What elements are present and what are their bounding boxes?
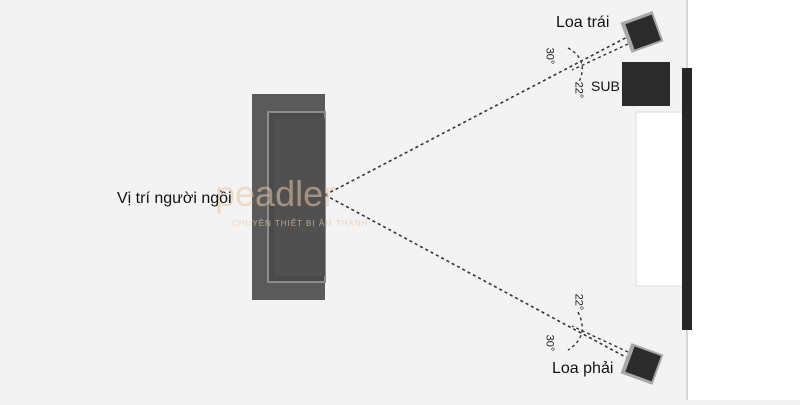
room-wall-area [686, 0, 800, 400]
subwoofer-label: SUB [591, 78, 620, 94]
sofa-cushion [274, 118, 325, 276]
seat-label: Vị trí người ngồi [117, 190, 232, 207]
right-outer-angle-label: 30° [543, 334, 556, 352]
left-speaker-label: Loa trái [556, 14, 610, 31]
right-angle-arc [567, 311, 583, 351]
right-inner-angle-label: 22° [572, 293, 585, 311]
right-speaker-line [324, 194, 634, 362]
watermark-tagline: CHUYÊN THIẾT BỊ ÂM THANH [232, 218, 368, 228]
right-speaker-label: Loa phải [552, 360, 614, 377]
left-inner-angle-label: 22° [572, 81, 585, 99]
right-speaker [620, 343, 664, 385]
tv-cabinet [635, 111, 687, 287]
subwoofer-box [622, 62, 670, 106]
left-speaker-line [324, 33, 634, 196]
left-speaker [620, 11, 664, 53]
tv-screen [682, 68, 692, 330]
left-outer-angle-label: 30° [543, 47, 556, 65]
left-speaker-axis [571, 43, 629, 71]
right-speaker-axis [571, 325, 629, 353]
left-angle-arc [567, 47, 583, 85]
watermark-brand: peadler [215, 173, 335, 214]
